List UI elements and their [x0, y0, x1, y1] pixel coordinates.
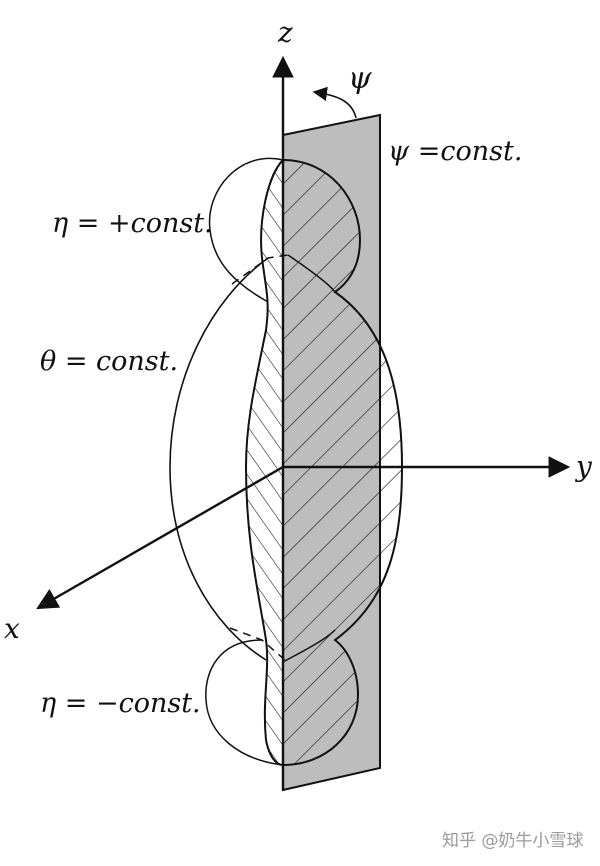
eta-minus-surface — [205, 639, 284, 766]
right-cross-section — [282, 158, 404, 767]
theta-lower-curve — [282, 629, 336, 663]
eta-minus-dashed — [229, 627, 286, 661]
watermark: 知乎 @奶牛小雪球 — [442, 831, 583, 851]
x-axis — [36, 465, 284, 610]
z-axis-label: z — [277, 16, 293, 49]
eta-minus-label: η = −const. — [40, 688, 201, 719]
eta-plus-label: η = +const. — [52, 208, 213, 239]
psi-const-label: ψ =const. — [388, 136, 522, 167]
x-axis-label: x — [4, 612, 20, 645]
y-axis-label: y — [574, 450, 593, 483]
theta-const-surface — [169, 257, 269, 661]
psi-rotation-arrow — [312, 86, 357, 119]
eta-plus-surface — [208, 157, 284, 303]
theta-inner-curve — [287, 254, 336, 293]
theta-const-label: θ = const. — [40, 346, 178, 377]
left-cross-section — [244, 157, 284, 767]
psi-label: ψ — [348, 61, 372, 96]
